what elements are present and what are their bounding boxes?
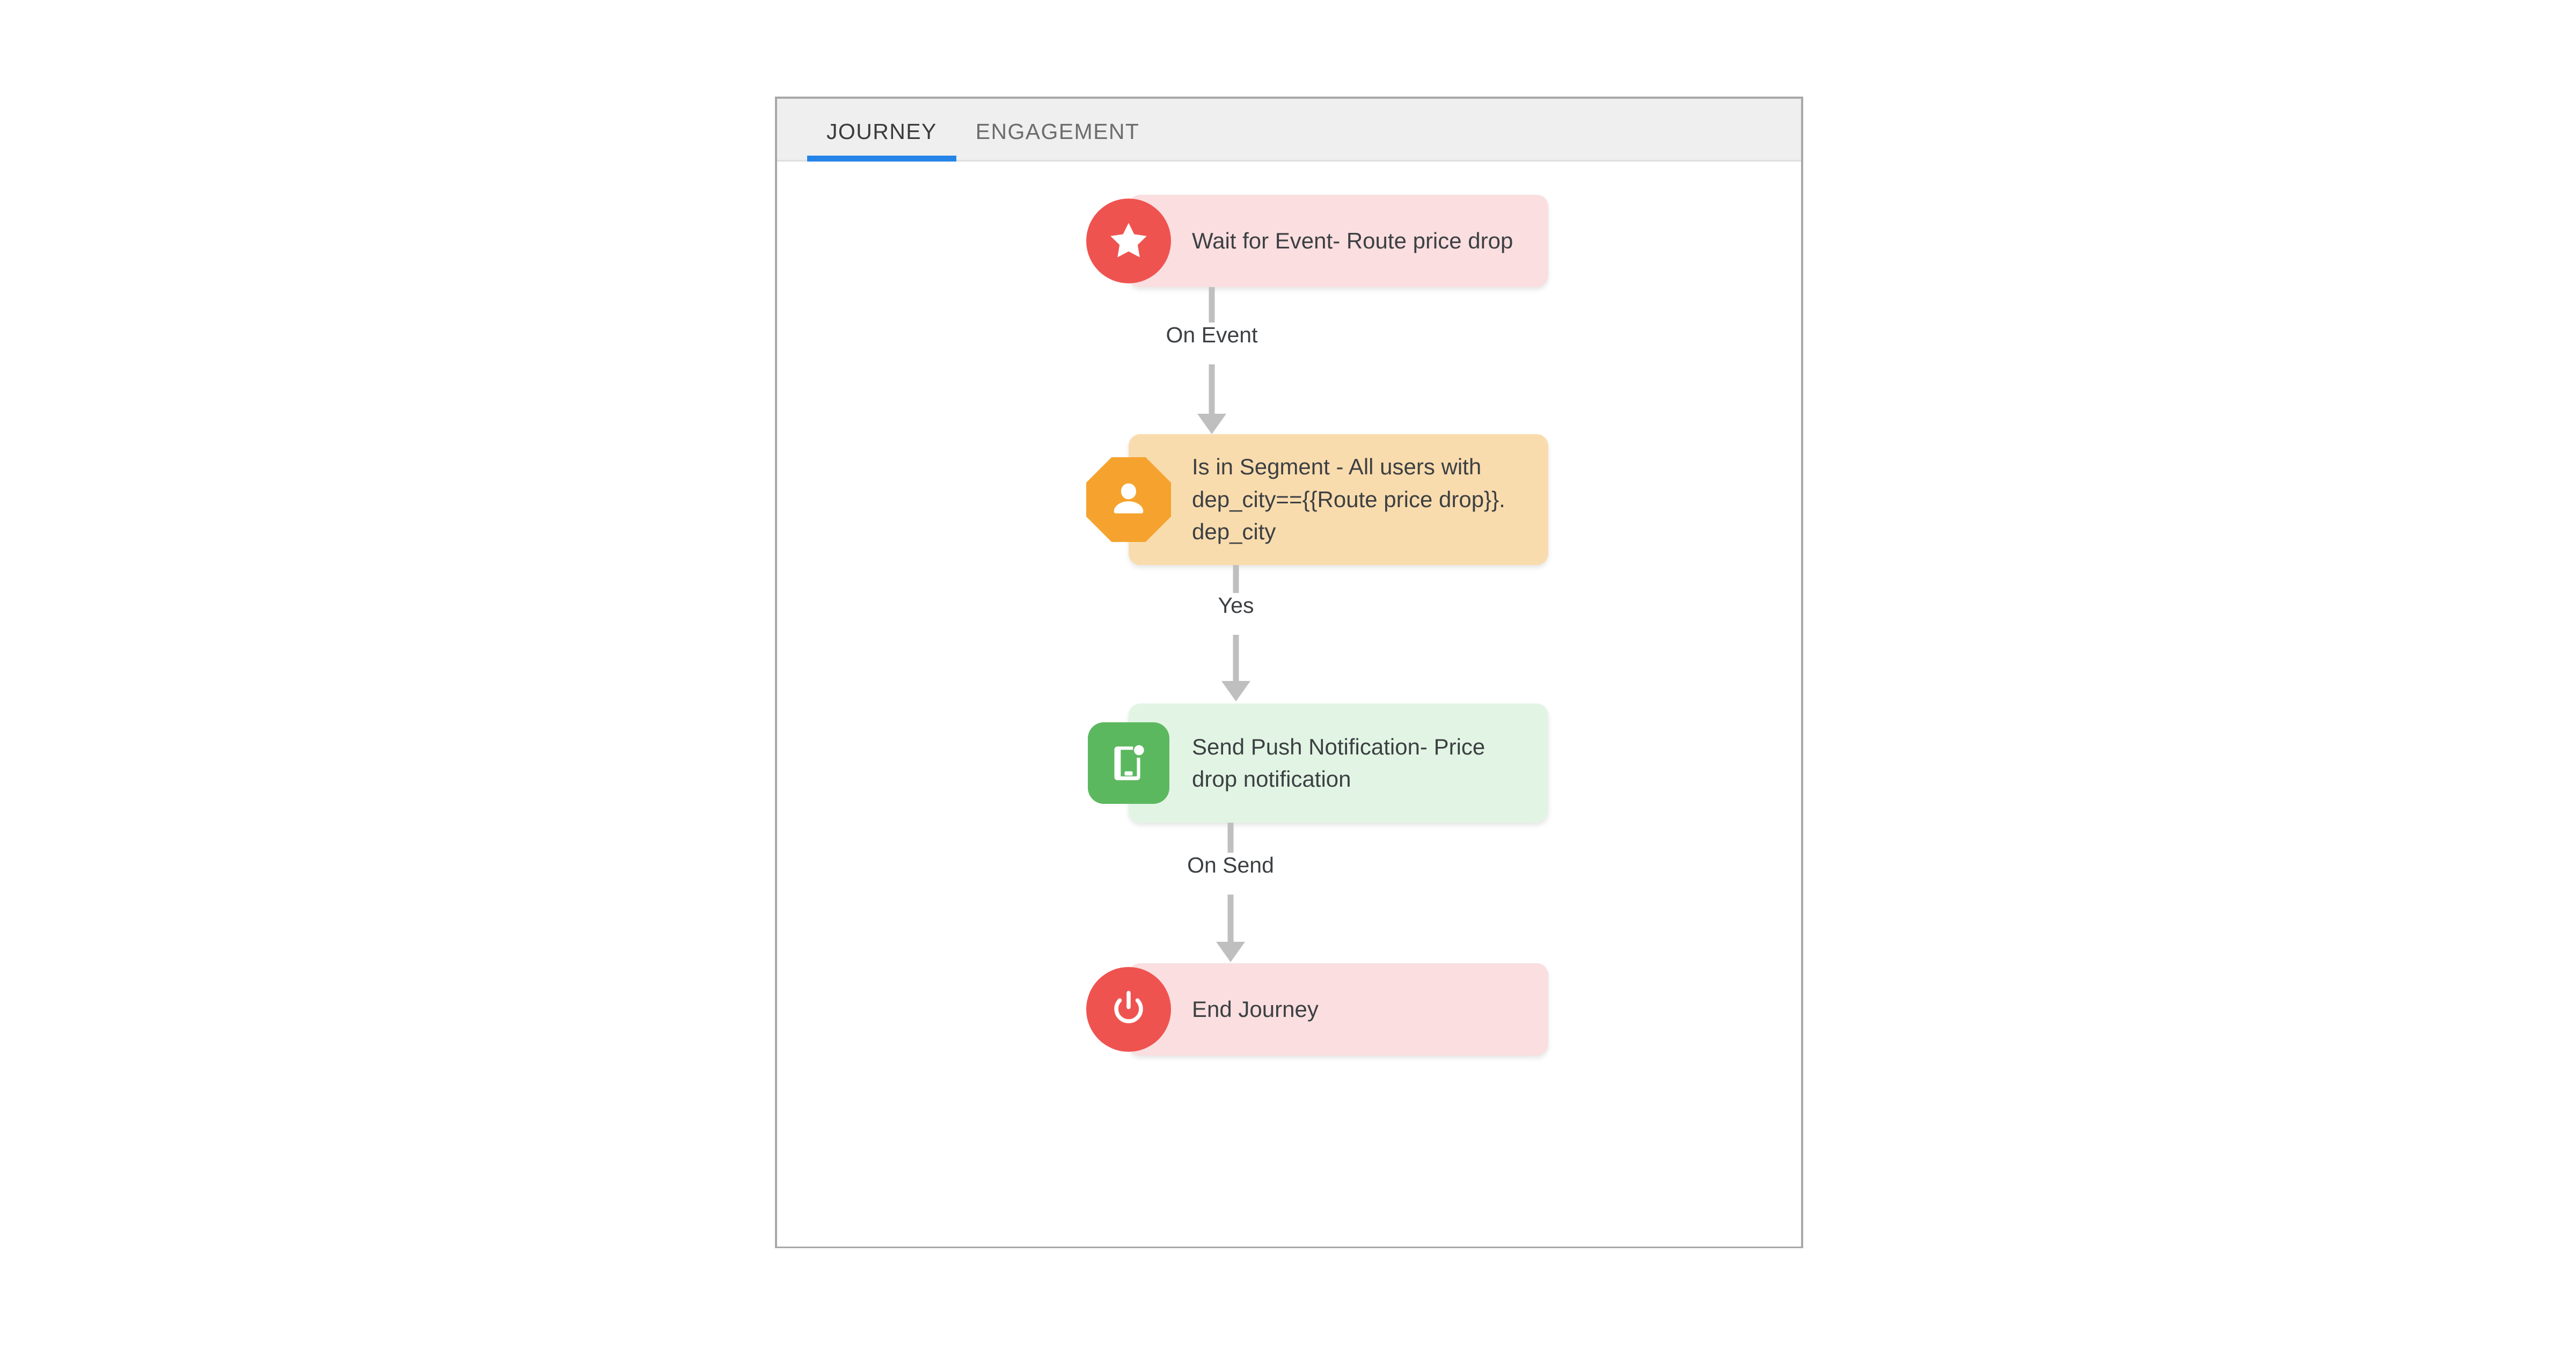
- power-icon: [1086, 967, 1171, 1052]
- flow-node-is-in-segment[interactable]: Is in Segment - All users with dep_city=…: [1086, 434, 1548, 565]
- connector-push-to-end: On Send: [1150, 823, 1311, 963]
- tab-journey[interactable]: JOURNEY: [807, 99, 956, 162]
- journey-flow-canvas: Wait for Event- Route price drop On Even…: [777, 162, 1801, 1247]
- connector-wait-to-segment-label: On Event: [1157, 323, 1267, 348]
- flow-node-end-journey[interactable]: End Journey: [1086, 963, 1548, 1056]
- connector-line: [1233, 565, 1239, 604]
- connector-arrowhead: [1197, 414, 1226, 434]
- tab-active-underline: [807, 156, 956, 162]
- tab-engagement[interactable]: ENGAGEMENT: [956, 99, 1159, 162]
- connector-segment-to-push: Yes: [1155, 565, 1316, 704]
- star-icon: [1086, 199, 1171, 283]
- connector-arrowhead: [1216, 942, 1245, 962]
- connector-arrowhead: [1221, 681, 1250, 701]
- tab-journey-label: JOURNEY: [826, 119, 937, 144]
- flow-node-send-push-notification-label: Send Push Notification- Price drop notif…: [1192, 734, 1485, 792]
- journey-card: JOURNEY ENGAGEMENT Wait for Event- Route…: [775, 97, 1803, 1248]
- connector-line: [1227, 895, 1234, 943]
- connector-line: [1233, 635, 1239, 682]
- flow-node-send-push-notification[interactable]: Send Push Notification- Price drop notif…: [1088, 704, 1548, 823]
- tab-bar: JOURNEY ENGAGEMENT: [777, 99, 1801, 162]
- user-icon: [1086, 457, 1171, 542]
- flow-node-is-in-segment-label: Is in Segment - All users with dep_city=…: [1192, 454, 1505, 545]
- flow-node-wait-for-event[interactable]: Wait for Event- Route price drop: [1086, 195, 1548, 287]
- connector-line: [1209, 364, 1215, 415]
- connector-wait-to-segment: On Event: [1131, 287, 1292, 434]
- connector-push-to-end-label: On Send: [1179, 853, 1283, 878]
- connector-segment-to-push-label: Yes: [1209, 593, 1263, 618]
- flow-node-end-journey-label: End Journey: [1192, 996, 1319, 1022]
- mobile-push-icon: [1086, 721, 1171, 805]
- connector-line: [1209, 287, 1215, 333]
- connector-line: [1227, 823, 1234, 863]
- tab-engagement-label: ENGAGEMENT: [975, 119, 1140, 144]
- flow-node-wait-for-event-label: Wait for Event- Route price drop: [1192, 228, 1513, 253]
